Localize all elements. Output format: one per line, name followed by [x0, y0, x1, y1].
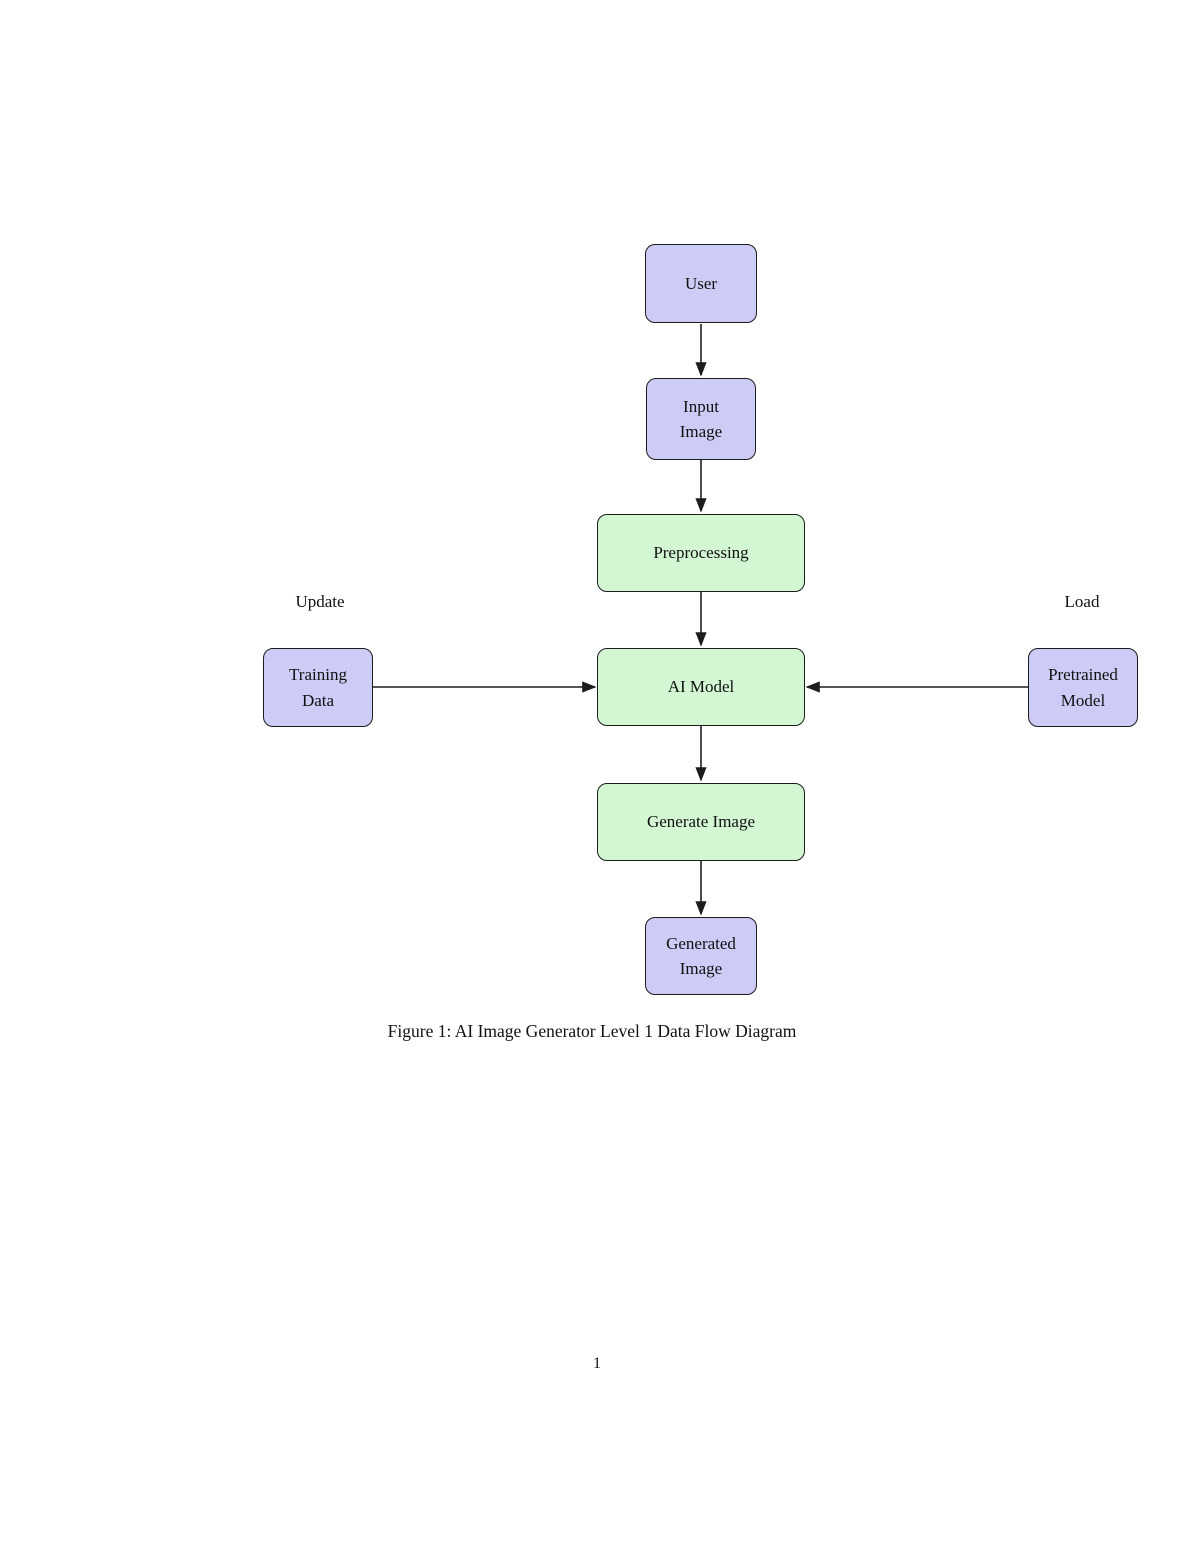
node-pretrained-model: Pretrained Model	[1028, 648, 1138, 727]
node-ai-model: AI Model	[597, 648, 805, 726]
edge-label-load: Load	[1064, 592, 1100, 611]
page-number: 1	[593, 1355, 601, 1372]
node-user: User	[645, 244, 757, 323]
node-preprocessing: Preprocessing	[597, 514, 805, 592]
node-generate-image: Generate Image	[597, 783, 805, 861]
node-training-data: Training Data	[263, 648, 373, 727]
node-input-image: Input Image	[646, 378, 756, 460]
node-generated-image: Generated Image	[645, 917, 757, 995]
edge-label-update: Update	[295, 592, 345, 611]
figure-caption: Figure 1: AI Image Generator Level 1 Dat…	[387, 1021, 797, 1041]
